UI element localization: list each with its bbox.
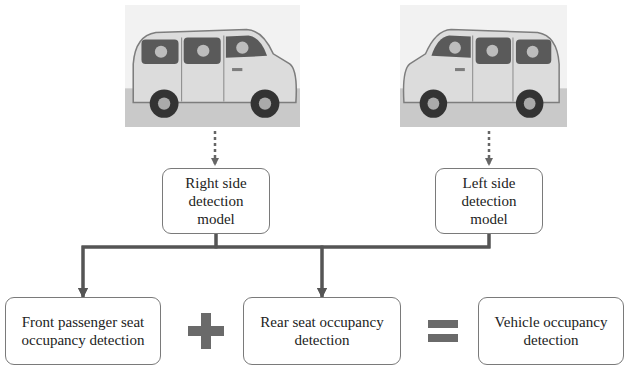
box-label: Right side detection model <box>168 174 264 228</box>
connector-arrow <box>83 234 216 297</box>
process-box: Rear seat occupancy detection <box>243 297 401 365</box>
process-box: Vehicle occupancy detection <box>478 297 624 365</box>
dashed-arrow <box>214 131 217 164</box>
box-label: Vehicle occupancy detection <box>484 313 618 349</box>
process-box: Left side detection model <box>435 168 543 234</box>
process-box: Right side detection model <box>162 168 270 234</box>
car-photo <box>400 5 567 127</box>
box-label: Left side detection model <box>441 174 537 228</box>
box-label: Rear seat occupancy detection <box>249 313 395 349</box>
connector-arrow <box>216 234 322 297</box>
dashed-arrow <box>488 131 491 164</box>
car-photo <box>125 5 300 127</box>
plus-sign <box>188 313 224 349</box>
connector-arrow <box>322 234 489 297</box>
box-label: Front passenger seat occupancy detection <box>11 313 155 349</box>
connector-arrow <box>83 234 489 297</box>
process-box: Front passenger seat occupancy detection <box>5 297 161 365</box>
equals-sign <box>428 320 458 342</box>
